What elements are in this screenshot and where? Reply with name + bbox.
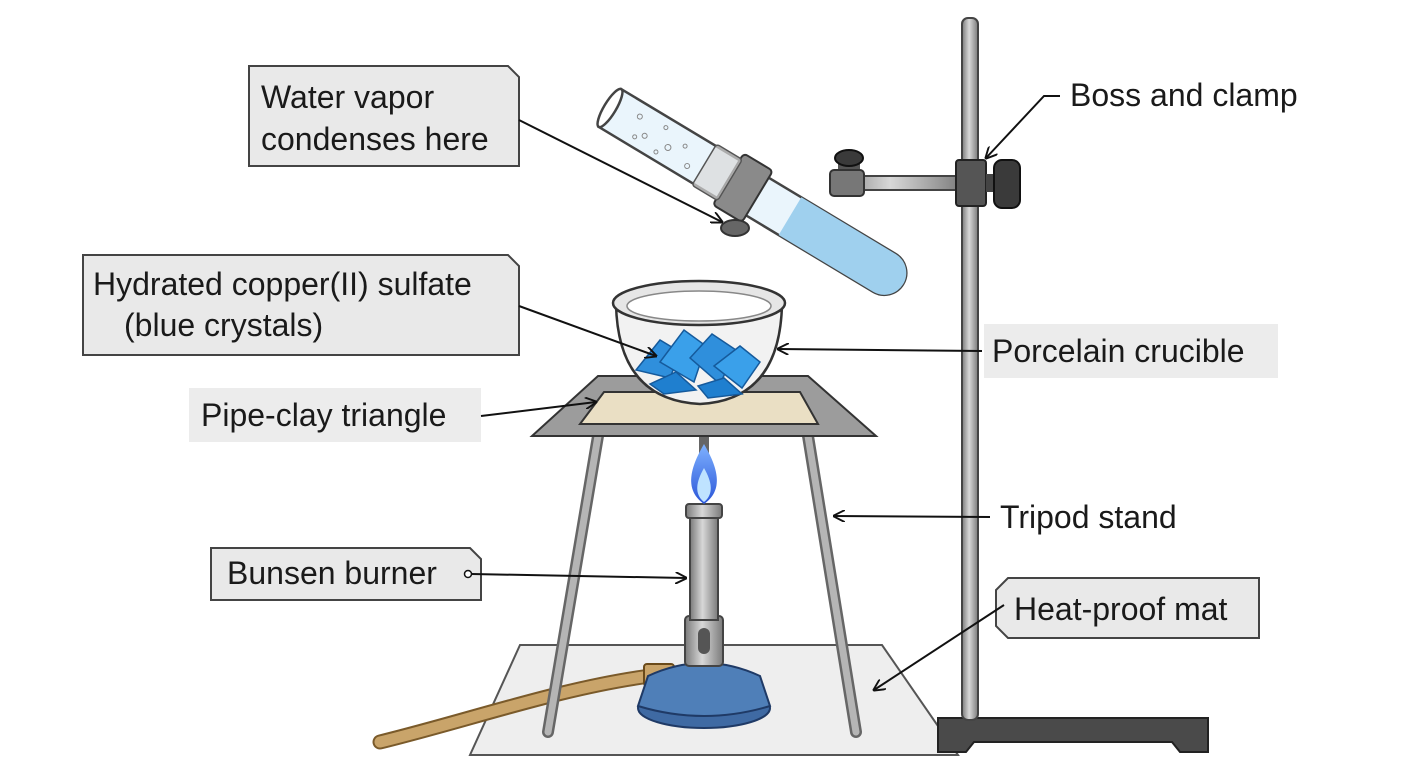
leader-pipe-clay (480, 402, 596, 417)
label-water-vapor: Water vapor condenses here (248, 65, 520, 167)
label-crucible: Porcelain crucible (992, 333, 1245, 369)
label-copper-sulfate-line1: Hydrated copper(II) sulfate (93, 266, 472, 302)
label-heat-mat: Heat-proof mat (995, 577, 1260, 639)
leader-crucible (778, 349, 983, 351)
label-pipe-clay-box (189, 388, 481, 442)
flame (691, 444, 717, 504)
label-copper-sulfate: Hydrated copper(II) sulfate (blue crysta… (82, 254, 520, 356)
retort-stand (937, 17, 1209, 753)
leader-bunsen (471, 574, 686, 578)
label-copper-sulfate-line2: (blue crystals) (124, 307, 323, 343)
boss-and-clamp (829, 149, 1021, 209)
copper-sulfate-crystals (634, 328, 762, 399)
label-heat-mat-text: Heat-proof mat (1014, 591, 1228, 627)
label-boss-clamp: Boss and clamp (1070, 77, 1298, 113)
bunsen-burner (636, 503, 772, 729)
leader-copper-sulfate (518, 305, 656, 356)
porcelain-crucible (611, 279, 787, 406)
label-water-vapor-line1: Water vapor (261, 79, 434, 115)
leader-water-vapor (518, 119, 722, 222)
leader-tripod (834, 516, 991, 517)
label-pipe-clay: Pipe-clay triangle (201, 397, 446, 433)
label-crucible-box (984, 324, 1278, 378)
leader-boss-clamp (986, 95, 1060, 158)
leader-heat-mat (874, 604, 1005, 690)
label-water-vapor-line2: condenses here (261, 121, 489, 157)
test-tube (596, 87, 908, 297)
label-bunsen: Bunsen burner (210, 547, 482, 601)
label-tripod: Tripod stand (1000, 499, 1177, 535)
label-bunsen-text: Bunsen burner (227, 555, 437, 591)
